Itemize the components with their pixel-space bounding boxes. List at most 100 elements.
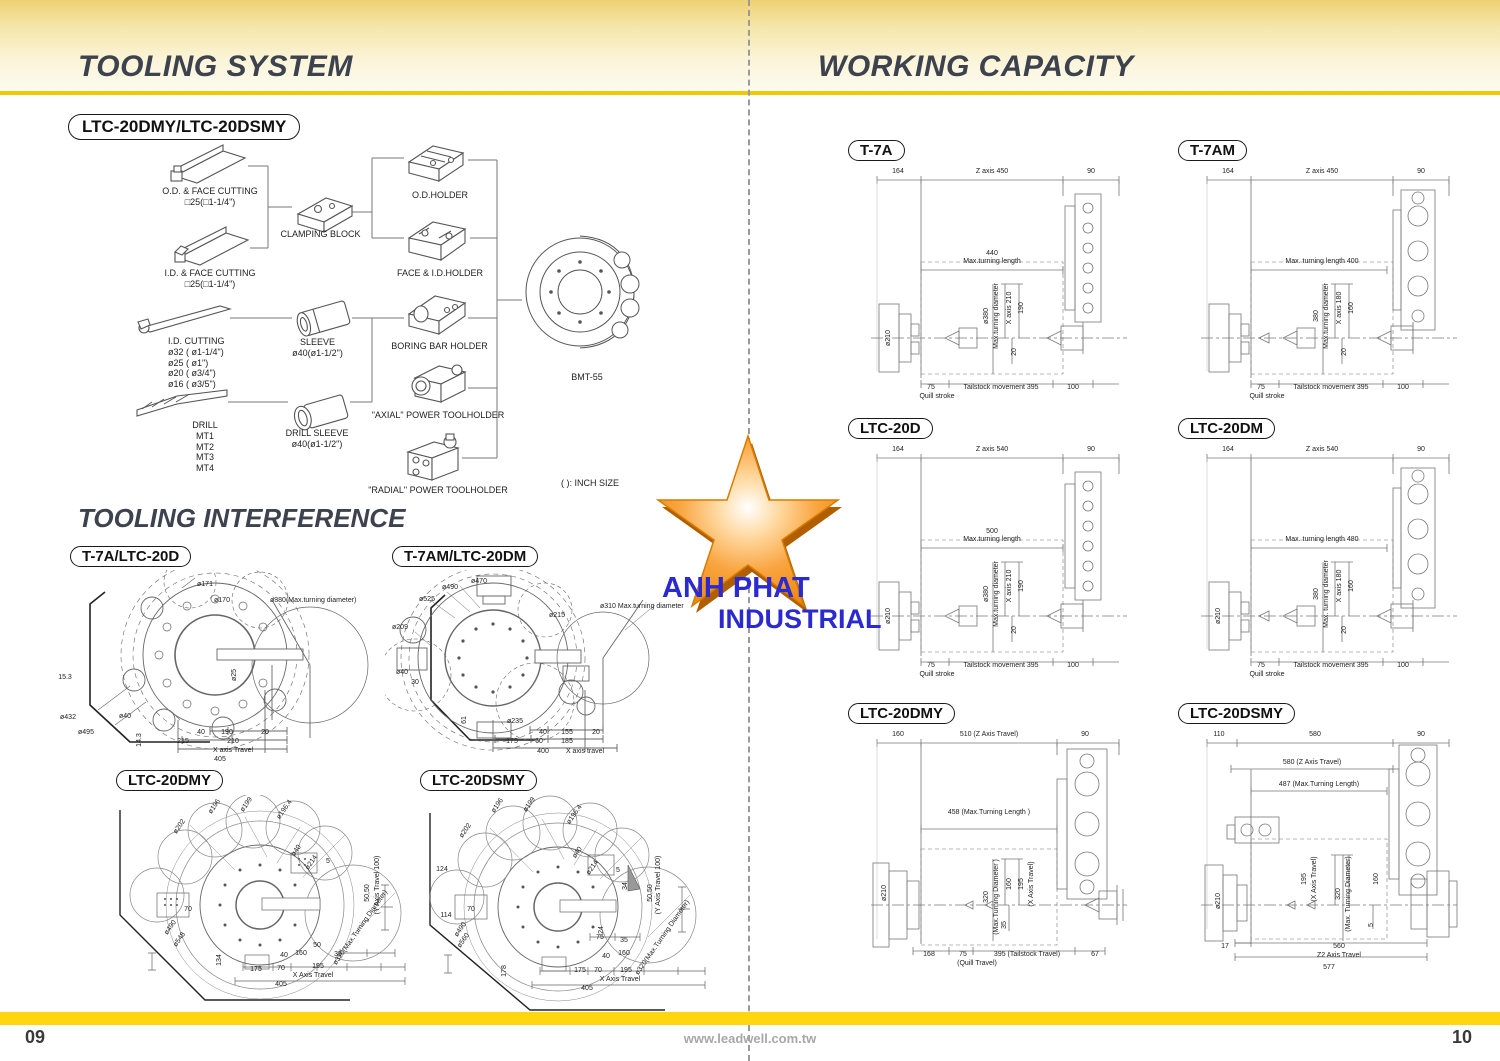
dim-label: 210 (227, 738, 239, 745)
dim-label: 500 Max.turning length (963, 528, 1021, 543)
radial-power-toolholder-icon (406, 433, 460, 481)
dim-label: 75 (1257, 384, 1265, 391)
dim-label: 75 (1257, 662, 1265, 669)
dim-label: ø380 (983, 586, 990, 602)
dim-label: 110 (1213, 731, 1225, 738)
tooling-flow-connectors (228, 157, 522, 459)
capacity-drawing-ltc20dm (1201, 454, 1457, 666)
diagram-badge-d2: T-7AM/LTC-20DM (392, 546, 539, 567)
dim-label: 487 (Max.Turning Length) (1278, 781, 1360, 788)
dim-label: X Axis Travel (292, 972, 334, 979)
drill-icon (136, 389, 228, 417)
holder-label: "RADIAL" POWER TOOLHOLDER (368, 485, 508, 495)
dim-label: 190 (1018, 580, 1025, 592)
dim-label: 40 (602, 953, 610, 960)
dim-label: Quill stroke (919, 393, 955, 400)
capacity-badge: LTC-20DSMY (1178, 703, 1296, 724)
dim-label: 195 (1301, 873, 1308, 885)
id-cutting-icon (137, 305, 232, 334)
dim-label: 5 (616, 867, 620, 874)
footer-accent-bar (0, 1012, 1500, 1025)
dim-label: 100 (1067, 662, 1079, 669)
dim-label: 164 (1222, 446, 1234, 453)
dim-label: 320 (983, 891, 990, 903)
dim-label: 134 (216, 954, 223, 966)
dim-label: ø215 (549, 612, 565, 619)
adapter-label: SLEEVE (299, 337, 336, 347)
dim-label: 50 (313, 942, 321, 949)
turret-model-label: BMT-55 (571, 372, 603, 382)
dim-label: 30 (411, 679, 419, 686)
capacity-drawing-ltc20dsmy (1201, 739, 1458, 961)
capacity-panel-ltc20dm: LTC-20DM 164 Z axis 540 90 Max. turning … (1175, 418, 1485, 698)
dim-label: 20 (1341, 348, 1348, 356)
dim-label: (Y Axis Travel 100) (655, 855, 662, 915)
tool-label: I.D. & FACE CUTTING (164, 268, 256, 278)
dim-label: Max. turning length 480 (1285, 536, 1359, 543)
dim-label: 100 (1397, 384, 1409, 391)
sleeve-icon (296, 300, 351, 337)
tool-size: MT1 MT2 MT3 MT4 (196, 431, 214, 473)
dim-label: (X Axis Travel) (1028, 861, 1035, 907)
dim-label: 75 (927, 384, 935, 391)
dim-label: ø525 (419, 596, 435, 603)
dim-label: 195 (312, 963, 324, 970)
capacity-panel-t7am: T-7AM 164 Z axis 450 90 Max. turning len… (1175, 140, 1485, 420)
dim-label: 70 (277, 965, 285, 972)
dim-label: 90 (1081, 731, 1089, 738)
interference-diagram-ltc20dsmy (429, 795, 706, 1011)
capacity-panel-ltc20dsmy: LTC-20DSMY 110 580 90 580 (1175, 703, 1485, 983)
od-face-cutting-icon (170, 144, 247, 184)
dim-label: 164 (892, 168, 904, 175)
holder-label: FACE & I.D.HOLDER (396, 268, 484, 278)
dim-label: 60 (535, 738, 543, 745)
dim-label: 185 (561, 738, 573, 745)
dim-label: 577 (1323, 964, 1335, 971)
dim-label: 100 (1067, 384, 1079, 391)
dim-label: 395 (Tailstock Travel) (993, 951, 1061, 958)
dim-label: 440 Max.turning length (963, 250, 1021, 265)
dim-label: 190 (1018, 302, 1025, 314)
dim-label: 34 (622, 882, 629, 890)
dim-label: Z axis 540 (975, 446, 1009, 453)
dim-label: ø380 (983, 308, 990, 324)
dim-label: Z2 Axis Travel (1317, 952, 1361, 959)
dim-label: Tailstock movement 395 (963, 662, 1039, 669)
tool-label: I.D. CUTTING (168, 336, 225, 346)
dim-label: 155 (561, 729, 573, 736)
dim-label: ø210 (881, 885, 888, 901)
dim-label: 90 (1417, 446, 1425, 453)
dim-label: 320 (1335, 888, 1342, 900)
dim-label: 164 (892, 446, 904, 453)
tool-label: O.D. & FACE CUTTING (162, 186, 258, 196)
diagram-badge-d1: T-7A/LTC-20D (70, 546, 192, 567)
page-title-left: TOOLING SYSTEM (78, 50, 353, 83)
interference-diagram-ltc20dmy (119, 795, 406, 1001)
bmt55-turret-illustration (525, 235, 640, 349)
adapter-size: ø40(ø1-1/2") (292, 348, 343, 358)
dim-label: 405 (275, 981, 287, 988)
dim-label: 190 (221, 729, 233, 736)
dim-label: 40 (197, 729, 205, 736)
adapter-size: ø40(ø1-1/2") (291, 439, 343, 449)
dim-label: 40 (539, 729, 547, 736)
dim-label: 560 (1333, 943, 1345, 950)
capacity-drawing-ltc20d (871, 454, 1127, 666)
dim-label: 20 (261, 729, 269, 736)
adapter-label: CLAMPING BLOCK (280, 229, 361, 239)
dim-label: ø25 (231, 668, 238, 682)
dim-label: 195 (1018, 878, 1025, 890)
dim-label: 90 (1087, 168, 1095, 175)
holder-label: BORING BAR HOLDER (391, 341, 488, 351)
dim-label: 195 (620, 967, 632, 974)
dim-label: Max.turning diameter (993, 283, 1000, 349)
dim-label: 20 (592, 729, 600, 736)
tool-size: □25(□1-1/4") (184, 197, 236, 207)
dim-label: 75 (596, 934, 604, 941)
dim-label: X axis travel (565, 748, 605, 755)
dim-label: 580 (1309, 731, 1321, 738)
dim-label: ø40 (395, 669, 409, 676)
adapter-label: DRILL SLEEVE (285, 428, 349, 438)
dim-label: Max. turning length 400 (1285, 258, 1359, 265)
